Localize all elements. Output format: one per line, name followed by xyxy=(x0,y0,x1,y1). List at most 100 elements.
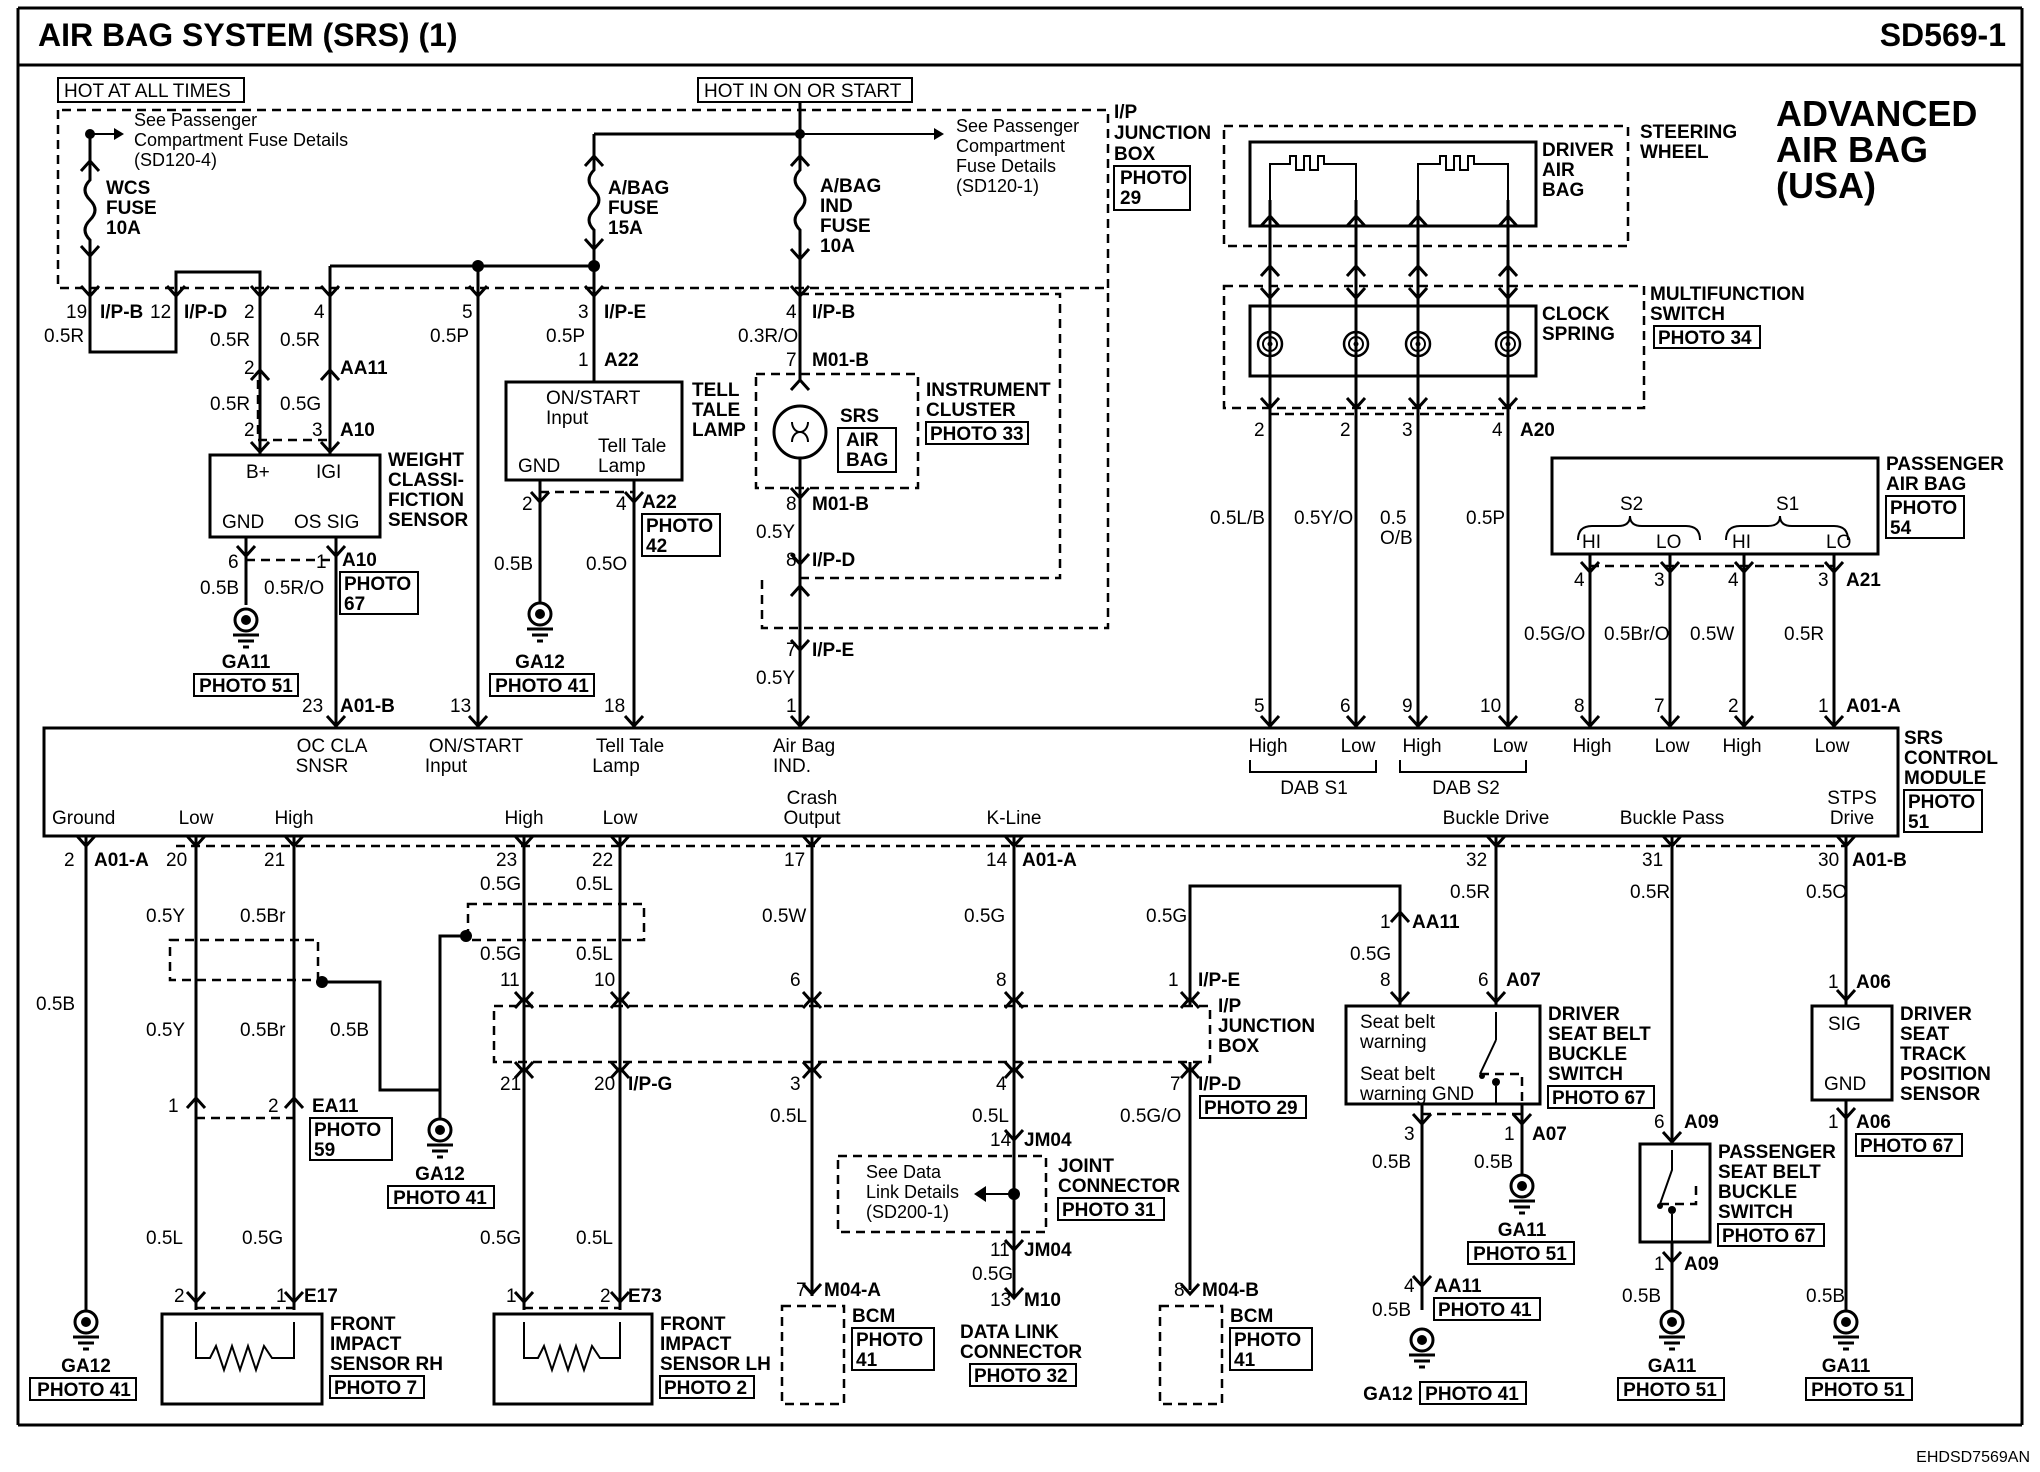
pin-b-8a: 8 xyxy=(996,970,1007,991)
ml-high-4: High xyxy=(1722,736,1761,757)
pin-18: 18 xyxy=(604,696,625,717)
clock-photo: PHOTO 34 xyxy=(1658,328,1752,349)
ml-stps-1: STPS xyxy=(1827,788,1877,809)
pin-19: 19 xyxy=(66,302,87,323)
bcm-1-photo-2: 41 xyxy=(856,1350,878,1371)
dsbs-label-2: SEAT BELT xyxy=(1548,1024,1651,1045)
ga12-mid-photo: PHOTO 41 xyxy=(393,1188,487,1209)
wire-b-05g-5: 0.5G xyxy=(964,906,1005,927)
ml-onstart-2: Input xyxy=(425,756,468,777)
ipjb2-photo: PHOTO 29 xyxy=(1204,1098,1298,1119)
wire-b-05g-8: 0.5G xyxy=(1350,944,1391,965)
ml-occla-2: SNSR xyxy=(296,756,349,777)
pin-b-14: 14 xyxy=(986,850,1008,871)
pin-b-a06-1: 1 xyxy=(1828,972,1839,993)
ml-low-2: Low xyxy=(1493,736,1528,757)
ml-high-1: High xyxy=(1248,736,1287,757)
ml-airbag-2: IND. xyxy=(773,756,811,777)
pin-wcs-2a: 2 xyxy=(244,358,255,379)
ga12-b2-name: GA12 xyxy=(1363,1384,1413,1405)
pab-label-2: AIR BAG xyxy=(1886,474,1966,495)
dsbs-inner-1: Seat belt xyxy=(1360,1012,1436,1033)
fuse-ind-1: A/BAG xyxy=(820,176,881,197)
pin-b-2: 2 xyxy=(64,850,75,871)
ml-dabs1: DAB S1 xyxy=(1280,778,1348,799)
see-data-2: Link Details xyxy=(866,1182,959,1202)
wire-b-05l-2: 0.5L xyxy=(576,874,613,895)
wire-b-05r-2: 0.5R xyxy=(1630,882,1670,903)
pin-7-ipe: 7 xyxy=(786,640,797,661)
dsbs-label-3: BUCKLE xyxy=(1548,1044,1627,1065)
conn-a06-2: A06 xyxy=(1856,1112,1891,1133)
cluster-photo: PHOTO 33 xyxy=(930,424,1024,445)
pab-lo-1: LO xyxy=(1656,532,1681,553)
conn-m01b-bot: M01-B xyxy=(812,494,869,515)
joint-label-1: JOINT xyxy=(1058,1156,1114,1177)
ga12-mid-name: GA12 xyxy=(415,1164,465,1185)
conn-a06-1: A06 xyxy=(1856,972,1891,993)
pin-wcs-2b: 2 xyxy=(244,420,255,441)
dsbs-inner-3: Seat belt xyxy=(1360,1064,1436,1085)
conn-ipd-1: I/P-D xyxy=(184,302,227,323)
wire-05o-1: 0.5O xyxy=(586,554,627,575)
steering-label-1: STEERING xyxy=(1640,122,1737,143)
fuse-ind-2: IND xyxy=(820,196,853,217)
wire-b-05b-4: 0.5B xyxy=(1474,1152,1513,1173)
ml-low-3: Low xyxy=(1655,736,1690,757)
stps-photo: PHOTO 67 xyxy=(1860,1136,1954,1157)
wire-b-05o: 0.5O xyxy=(1806,882,1847,903)
wire-05lb: 0.5L/B xyxy=(1210,508,1265,529)
wire-b-05l-4: 0.5L xyxy=(576,1228,613,1249)
ml-low-1: Low xyxy=(1341,736,1376,757)
conn-ipe-2: I/P-E xyxy=(812,640,854,661)
pin-12: 12 xyxy=(150,302,171,323)
wire-05go: 0.5G/O xyxy=(1524,624,1585,645)
ga11-b2-photo: PHOTO 51 xyxy=(1473,1244,1567,1265)
see-left-2: Compartment Fuse Details xyxy=(134,130,348,150)
conn-a01a-top: A01-A xyxy=(1846,696,1901,717)
tl-lamp-1: Tell Tale xyxy=(598,436,666,457)
footer-code: EHDSD7569AN xyxy=(1916,1449,2030,1466)
ml-high-2: High xyxy=(1402,736,1441,757)
fuse-wcs-1: WCS xyxy=(106,178,150,199)
ipjb2-3: BOX xyxy=(1218,1036,1260,1057)
ipjb-photo-box xyxy=(1113,165,1191,211)
aa11-photo: PHOTO 41 xyxy=(1438,1300,1532,1321)
psbs-label-1: PASSENGER xyxy=(1718,1142,1836,1163)
passenger-airbag-box xyxy=(1550,456,1880,556)
wire-b-05w: 0.5W xyxy=(762,906,806,927)
stps-label-3: TRACK xyxy=(1900,1044,1967,1065)
see-left-1: See Passenger xyxy=(134,110,257,130)
photo59-1: PHOTO xyxy=(314,1120,381,1141)
ipjb2-1: I/P xyxy=(1218,996,1242,1017)
stps-gnd: GND xyxy=(1824,1074,1866,1095)
wire-b-05b-7: 0.5B xyxy=(1806,1286,1845,1307)
multifunction-switch-dashed xyxy=(1222,284,1646,410)
pab-s2: S2 xyxy=(1620,494,1643,515)
wire-05b-2: 0.5B xyxy=(494,554,533,575)
conn-ipe-1: I/P-E xyxy=(604,302,646,323)
wire-05p-3: 0.5P xyxy=(1466,508,1505,529)
pin-b-20: 20 xyxy=(166,850,187,871)
wire-b-05g-4: 0.5G xyxy=(480,1228,521,1249)
wire-05y-1: 0.5Y xyxy=(756,522,795,543)
pin-8-cl: 8 xyxy=(786,494,797,515)
wire-b-05l-6: 0.5G xyxy=(972,1264,1013,1285)
conn-ipb-2: I/P-B xyxy=(812,302,855,323)
psbs-label-3: BUCKLE xyxy=(1718,1182,1797,1203)
pin-b-e17-2: 2 xyxy=(174,1286,185,1307)
ga12-b1-name: GA12 xyxy=(61,1356,111,1377)
pin-b-7-ipd: 7 xyxy=(1170,1074,1181,1095)
pin-b-aa11-1: 1 xyxy=(1380,912,1391,933)
pin-b-31: 31 xyxy=(1642,850,1663,871)
ws-label-4: SENSOR xyxy=(388,510,469,531)
abag-fuse xyxy=(587,134,601,264)
pin-3: 3 xyxy=(578,302,589,323)
ga11-b3-name: GA11 xyxy=(1648,1356,1697,1377)
wire-b-05b-5: 0.5B xyxy=(1372,1300,1411,1321)
conn-e17: E17 xyxy=(304,1286,338,1307)
wcs-fuse xyxy=(83,134,97,300)
pin-b-e73-2: 2 xyxy=(600,1286,611,1307)
dsbs-label-4: SWITCH xyxy=(1548,1064,1623,1085)
bcm-1-photo-1: PHOTO xyxy=(856,1330,923,1351)
